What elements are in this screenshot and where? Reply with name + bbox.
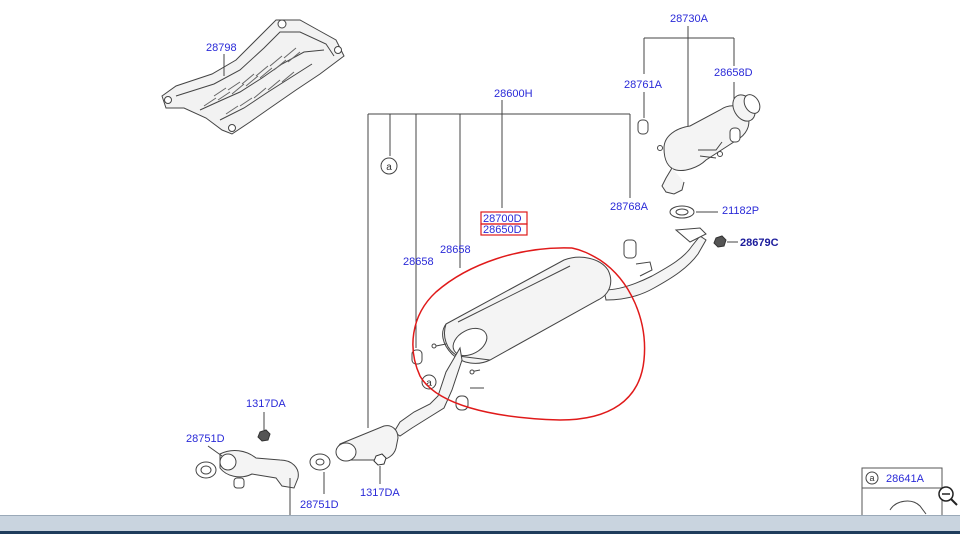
part-label-28658-left[interactable]: 28658	[403, 256, 434, 268]
part-label-28730A[interactable]: 28730A	[670, 13, 709, 25]
part-label-28700D[interactable]: 28700D	[483, 213, 522, 225]
svg-text:a: a	[426, 378, 432, 389]
parts-diagram-viewer: 28798 28600H a 28730A 28761A 28658D	[161, 13, 958, 515]
zoom-out-icon[interactable]	[938, 486, 958, 506]
callout-a-upper[interactable]: a	[380, 157, 398, 175]
rear-muffler-part[interactable]	[657, 91, 764, 195]
front-pipe-assembly[interactable]	[195, 450, 331, 489]
svg-text:a: a	[869, 473, 874, 483]
part-label-28798[interactable]: 28798	[206, 42, 237, 54]
nut-1317DA-top[interactable]	[257, 429, 271, 442]
rubber-hanger-28761A[interactable]	[637, 119, 649, 135]
window-bottom-bar	[0, 515, 960, 534]
center-muffler-assembly[interactable]	[335, 227, 707, 462]
part-label-1317DA-top[interactable]: 1317DA	[246, 398, 286, 410]
part-label-28761A[interactable]: 28761A	[624, 79, 663, 91]
part-label-28600H[interactable]: 28600H	[494, 88, 533, 100]
part-label-28751D-bottom[interactable]: 28751D	[300, 499, 339, 511]
rubber-hanger-28768A[interactable]	[623, 239, 637, 259]
nut-28679C[interactable]	[713, 235, 727, 248]
legend-box-28641A[interactable]: a 28641A	[861, 467, 943, 515]
part-label-28650D[interactable]: 28650D	[483, 224, 522, 236]
part-label-28658-right[interactable]: 28658	[440, 244, 471, 256]
part-label-28751D-left[interactable]: 28751D	[186, 433, 225, 445]
heat-shield-part[interactable]	[161, 19, 345, 135]
part-label-28641A[interactable]: 28641A	[886, 473, 925, 485]
rubber-hanger-28658D[interactable]	[729, 127, 741, 143]
part-label-28768A[interactable]: 28768A	[610, 201, 649, 213]
callout-letter: a	[386, 162, 392, 173]
exhaust-system-diagram: 28798 28600H a 28730A 28761A 28658D	[161, 13, 958, 515]
part-label-28658D[interactable]: 28658D	[714, 67, 753, 79]
assembly-bracket-28730A	[643, 26, 735, 128]
highlighted-part-labels[interactable]: 28700D 28650D	[480, 211, 528, 236]
nut-1317DA-bottom[interactable]	[373, 453, 387, 466]
part-label-21182P[interactable]: 21182P	[722, 205, 759, 217]
callout-a-lower[interactable]: a	[421, 374, 437, 390]
part-label-1317DA-bottom[interactable]: 1317DA	[360, 487, 400, 499]
assembly-bracket-28600H	[367, 100, 631, 428]
part-label-28679C[interactable]: 28679C	[740, 237, 779, 249]
red-highlight-circle	[412, 247, 646, 421]
